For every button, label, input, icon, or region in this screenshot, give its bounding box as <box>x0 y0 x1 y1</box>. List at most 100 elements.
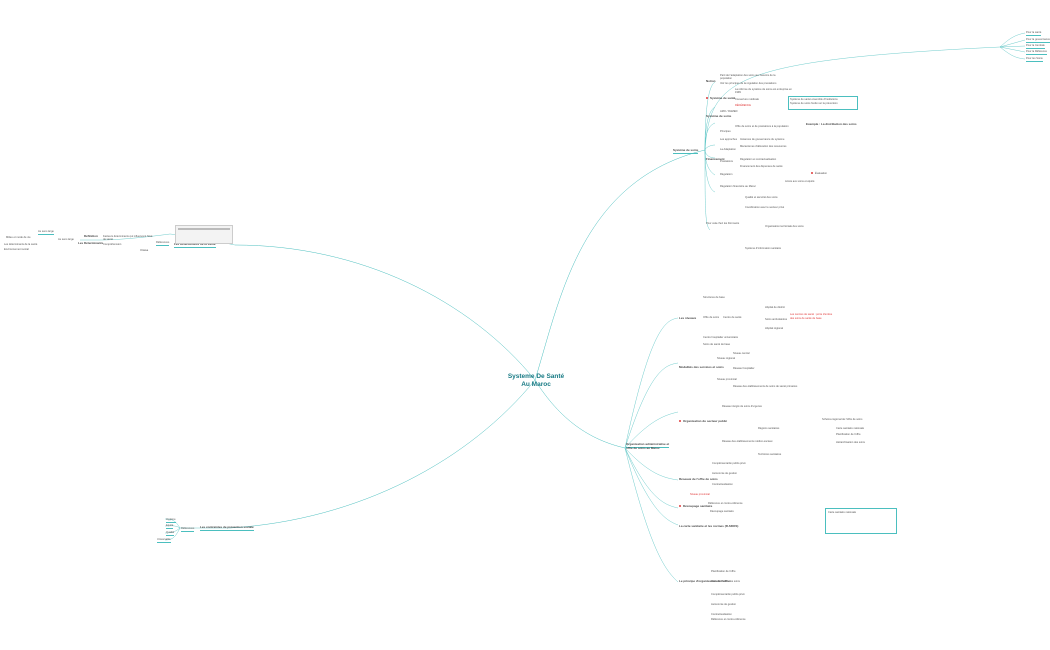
embedded-image-thumbnail[interactable] <box>175 225 233 244</box>
tr-item-4[interactable]: Pour la Référence <box>1026 50 1047 55</box>
rb-d20: Hiérarchisation des soins <box>836 441 865 444</box>
central-title-line1: Systeme De Santé <box>507 373 565 380</box>
rt-node-notion[interactable]: Notion <box>706 79 716 83</box>
rt-detail-1: Voir les principes de la régulation des … <box>720 82 777 85</box>
rt-detail-4: AMO / RAMED <box>720 110 738 113</box>
tr-item-1[interactable]: Pour la santé <box>1026 31 1042 36</box>
callout-box-2[interactable]: Carte sanitaire nationale <box>825 508 897 534</box>
rb-d19: Planification de l'offre <box>836 433 861 436</box>
rb-node-public-sector[interactable]: Organisation du secteur public <box>683 419 728 423</box>
rb-d10: Niveau central <box>733 352 750 355</box>
rt-example: Exemple : La distribution des soins <box>806 122 857 126</box>
rb-d21: Complémentarité public-privé <box>712 462 746 465</box>
node-ottawa[interactable]: Ottawa <box>140 249 149 252</box>
rb-d7: Soins de santé de base <box>703 343 731 346</box>
node-quality[interactable]: Qualité <box>166 531 175 536</box>
eval-marker <box>811 172 814 175</box>
rb-d0: Structures de base <box>703 296 725 299</box>
rt-eval: Évaluation <box>815 172 828 175</box>
rb-p4: Autonomie de gestion <box>711 603 737 606</box>
node-references-top[interactable]: Références <box>156 241 170 246</box>
rb-d14: Réseau des établissements médico-sociaux <box>722 440 773 443</box>
rt-detail-7: Mécanismes d'allocation des ressources <box>740 145 787 148</box>
topic-prevention[interactable]: Les contraintes de prévention sociale <box>200 525 254 532</box>
rb-d3: Hôpital de district <box>765 306 785 309</box>
rb-p5: Contractualisation <box>711 613 732 616</box>
rt-node-health-system[interactable]: Système de santé <box>710 96 736 100</box>
topic-determinants[interactable]: Les Déterminants de la santé <box>174 242 216 249</box>
node-universality[interactable]: Universalité <box>157 538 171 543</box>
central-title-line2: Au Maroc <box>521 380 551 388</box>
rb-d2: Centre de santé <box>723 316 742 319</box>
rt-node-care-system[interactable]: Système de soins <box>706 114 732 118</box>
rb-dot-label-2: Découpage sanitaire <box>710 510 734 513</box>
rt-detail-9: Financement des dépenses de santé <box>740 165 783 168</box>
rb-d13: Réseau intégré de soins d'urgence <box>722 405 763 408</box>
rt-detail-12: Coordination avec le secteur privé <box>745 206 785 209</box>
node-references-bottom[interactable]: Références <box>181 527 195 532</box>
node-comprehension[interactable]: Compréhension <box>103 243 122 246</box>
node-lifestyle[interactable]: Milieu et mode de vie <box>6 236 31 239</box>
rt-node-principles[interactable]: Principes <box>720 130 731 133</box>
node-definition[interactable]: Définition <box>84 234 98 238</box>
division-marker <box>679 505 682 508</box>
node-equity[interactable]: Equité <box>166 524 174 529</box>
rb-p3: Complémentarité public-privé <box>711 593 745 596</box>
callout-line1: Système de santé ensemble d'institutions <box>790 98 838 101</box>
node-ref-a[interactable]: Au sens large <box>38 230 54 235</box>
node-determinants[interactable]: Les Déterminants <box>78 241 104 245</box>
topic-organisation-line2[interactable]: offre de soins au Maroc <box>626 446 660 450</box>
rt-detail-3: Couverture médicale <box>735 98 759 101</box>
rb-d23: Contractualisation <box>712 483 733 486</box>
tr-item-5[interactable]: Pour les Soins <box>1026 57 1043 62</box>
node-health-determinants[interactable]: Les déterminants de la santé <box>4 243 38 246</box>
rb-d1: Offre de soins <box>703 316 720 319</box>
rb-red-1: Les centres de santé : porte d'entrée <box>790 313 833 316</box>
rb-node-principle[interactable]: Le principe d'organisation de l'offre <box>679 579 730 583</box>
rb-d5: Hôpital régional <box>765 327 784 330</box>
tr-item-2[interactable]: Pour la gouvernance <box>1026 38 1050 43</box>
rb-d17: Schéma régional de l'offre de soins <box>822 418 863 421</box>
rt-detail-6: Instances de gouvernance du système <box>740 138 785 141</box>
node-hygiene[interactable]: Hygiène <box>166 518 176 523</box>
rt-detail-14: Système d'information sanitaire <box>745 247 782 250</box>
priority-marker <box>706 97 709 100</box>
rt-node-services[interactable]: Prestations <box>720 160 733 163</box>
callout-line2: Système de soins fondé sur la prévention <box>790 102 838 105</box>
rb-node-map[interactable]: La carte sanitaire et les normes (R-SDOS… <box>679 524 739 528</box>
rb-d22: Autonomie de gestion <box>712 472 738 475</box>
central-topic[interactable]: Systeme De Santé Au Maroc <box>500 373 572 388</box>
rt-node-approaches[interactable]: Les approches <box>720 138 738 141</box>
rb-node-modalities[interactable]: Modalités des services et soins <box>679 365 724 369</box>
topic-organisation-line1[interactable]: Organisation administrative et <box>626 442 670 449</box>
rt-detail-5: Offre de soins et de prestations à la po… <box>735 125 789 128</box>
callout-box-1[interactable]: Système de santé ensemble d'institutions… <box>788 96 858 110</box>
rb-node-division[interactable]: Découpage sanitaire <box>683 504 713 508</box>
rb-node-levels[interactable]: Les niveaux <box>679 316 697 320</box>
rt-node-adaptation[interactable]: La Adaptation <box>720 148 736 151</box>
rt-detail-11: Qualité et sécurité des soins <box>745 196 778 199</box>
topic-care-system[interactable]: Système de soins <box>673 148 699 155</box>
rb-d15: Régions sanitaires <box>758 427 780 430</box>
rb-d24: Référence et contre-référence <box>708 502 743 505</box>
rt-node-financing[interactable]: Financement <box>706 157 725 161</box>
rt-node-regulation[interactable]: Régulation <box>720 173 733 176</box>
rt-node-dormants[interactable]: Pour cela chez les Dormants <box>706 222 740 225</box>
node-factors[interactable]: Facteurs déterminants qui influencent l'… <box>103 235 153 242</box>
rb-d18: Carte sanitaire nationale <box>836 427 865 430</box>
node-social-env[interactable]: Environnement social <box>4 248 29 251</box>
rt-red-reference: RÉFÉRENCE <box>735 104 751 107</box>
rb-d4: Soins ambulatoires <box>765 318 788 321</box>
rt-node-regulation-morocco[interactable]: Régulation financière au Maroc <box>720 185 756 188</box>
rb-d9: Niveau provincial <box>717 378 737 381</box>
rb-d6: Centre hospitalier universitaire <box>703 336 739 339</box>
node-broad-sense[interactable]: Au sens large <box>58 238 74 241</box>
rt-detail-8: Régulation et contractualisation <box>740 158 777 161</box>
rt-detail-13: Organisation territoriale des soins <box>765 225 804 228</box>
rb-d12: Réseau des établissements de soins de sa… <box>733 385 798 388</box>
rb-p1: Planification de l'offre <box>711 570 736 573</box>
rb-d8: Niveau régional <box>717 357 736 360</box>
tr-item-3[interactable]: Pour la Centrale <box>1026 44 1045 49</box>
rb-node-networks[interactable]: Réseaux de l'offre de soins <box>679 477 718 481</box>
